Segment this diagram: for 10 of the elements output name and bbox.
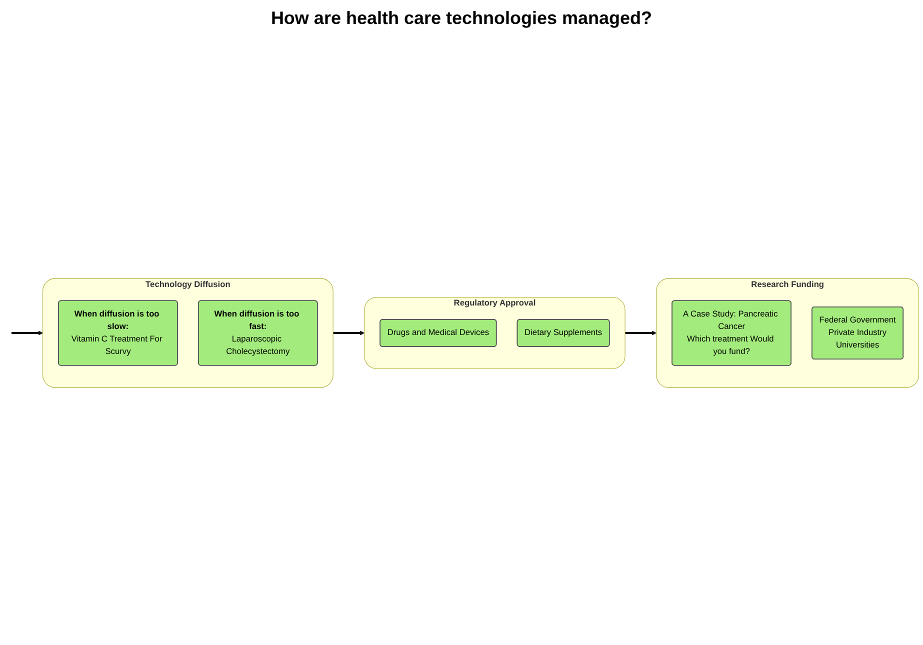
process-box: Dietary Supplements <box>516 319 610 347</box>
process-box: When diffusion is too fast: Laparoscopic Cholecystectomy <box>198 300 318 366</box>
process-box: When diffusion is too slow: Vitamin C Treatment For Scurvy <box>58 300 178 366</box>
process-box: Drugs and Medical Devices <box>380 319 497 347</box>
arrow <box>333 330 365 336</box>
arrow <box>625 330 657 336</box>
arrow <box>11 330 44 336</box>
process-box: A Case Study: Pancreatic Cancer Which treatment Would you fund? <box>672 300 792 366</box>
diagram-title: How are health care technologies managed? <box>270 8 654 29</box>
process-box: Federal Government Private Industry Universities <box>812 306 904 360</box>
